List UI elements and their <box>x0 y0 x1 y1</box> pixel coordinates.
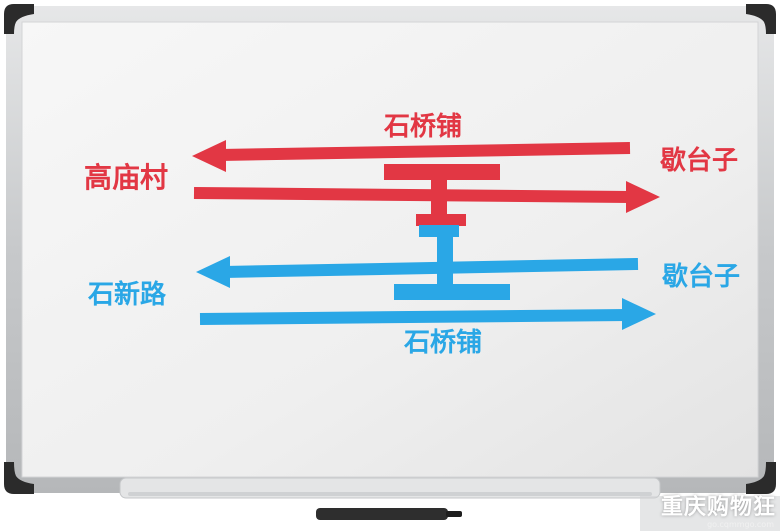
marker-pen-tip <box>446 511 462 517</box>
top-segment-label: 石桥铺 <box>384 112 463 142</box>
bottom-road-westbound-arrowhead <box>196 256 230 288</box>
top-road-eastbound-arrowhead <box>626 181 660 213</box>
top-road <box>192 140 660 226</box>
watermark-subtext: go.cqmmgo.com <box>707 520 774 529</box>
top-interchange-bar-top <box>384 164 500 180</box>
top-interchange-stem <box>431 178 447 218</box>
corner-cap-top-left <box>4 4 34 34</box>
board-surface <box>21 21 759 478</box>
top-road-westbound-arrowhead <box>192 140 226 172</box>
bottom-left-end-label: 石新路 <box>88 280 167 310</box>
bottom-road <box>196 225 656 330</box>
marker-pen-body <box>316 508 448 520</box>
bottom-interchange-bar-bottom <box>394 284 510 300</box>
top-road-westbound-line <box>219 142 631 161</box>
bottom-interchange-stem <box>437 232 453 290</box>
top-road-eastbound-line <box>193 187 631 203</box>
top-left-end-label: 高庙村 <box>84 161 169 194</box>
corner-cap-top-right <box>746 4 776 34</box>
bottom-right-end-label: 歇台子 <box>662 262 741 292</box>
corner-cap-bottom-left <box>4 462 34 494</box>
bottom-segment-label: 石桥铺 <box>404 328 483 358</box>
bottom-road-eastbound-line <box>199 309 629 325</box>
bottom-road-eastbound-arrowhead <box>622 298 656 330</box>
marker-tray-lip <box>128 492 652 496</box>
top-right-end-label: 歇台子 <box>660 146 739 176</box>
corner-cap-bottom-right <box>746 462 776 494</box>
bottom-road-westbound-line <box>223 258 639 278</box>
watermark-text: 重庆购物狂 <box>660 495 776 520</box>
watermark-backdrop <box>640 496 780 531</box>
top-interchange-bar-bottom <box>416 214 466 226</box>
